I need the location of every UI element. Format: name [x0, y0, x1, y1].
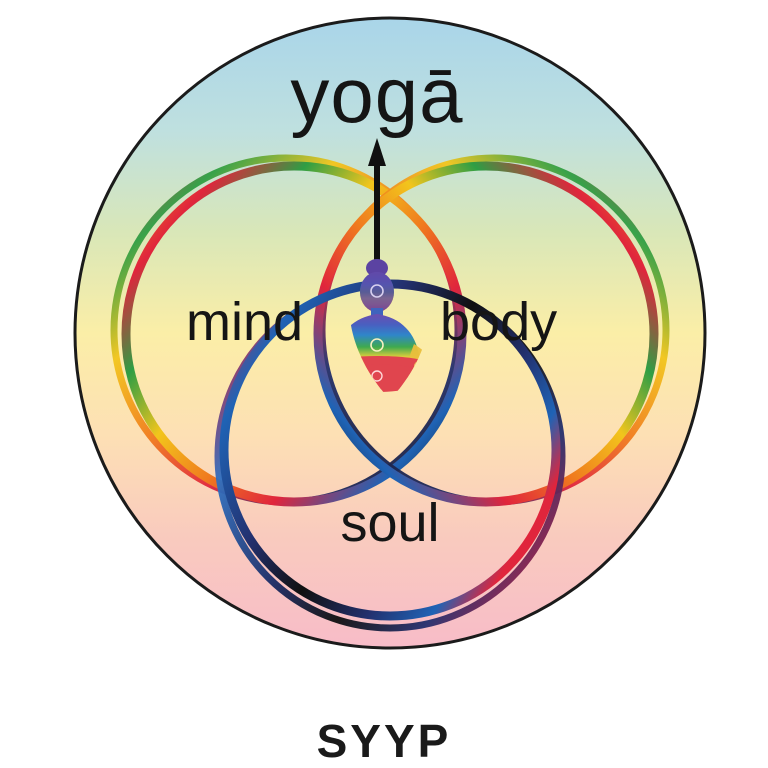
label-body: body [440, 292, 557, 352]
upward-arrow-icon [368, 138, 386, 265]
label-soul: soul [340, 493, 439, 553]
brand-wordmark: SYYP [317, 715, 452, 767]
label-mind: mind [186, 292, 303, 352]
ring-mind [110, 154, 467, 507]
ring-body [313, 154, 670, 507]
page-title: yogā [290, 51, 463, 139]
triquetra-rings [110, 154, 670, 632]
